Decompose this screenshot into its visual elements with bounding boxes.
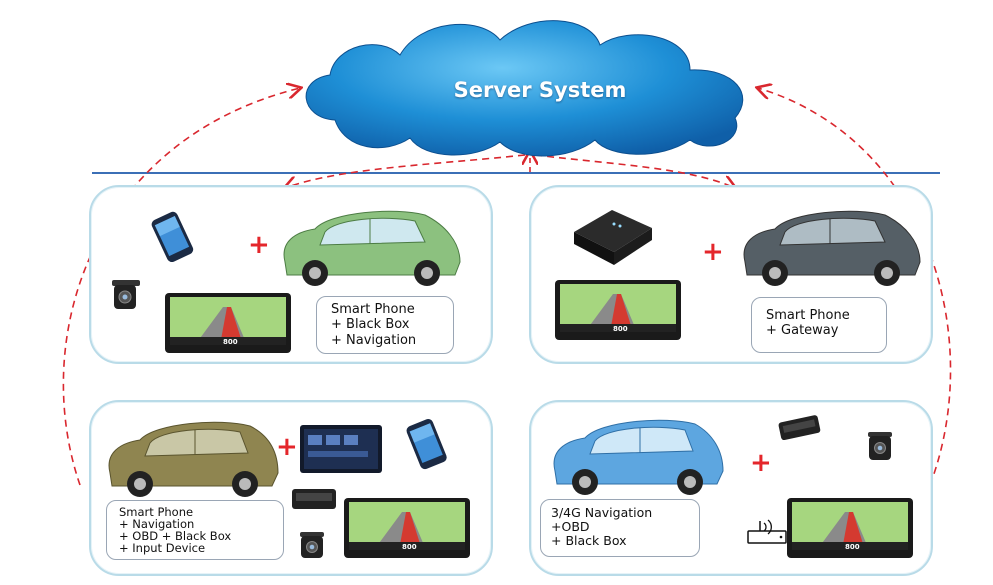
car-icon [553,419,724,495]
navigation-device-icon: 800 [344,498,470,558]
label-line: Smart Phone [119,505,194,519]
label-line: + OBD + Black Box [119,529,232,544]
label-line: + Black Box [551,533,627,548]
navigation-device-icon: 800 [555,280,681,340]
gateway-router-icon [574,210,652,265]
smartphone-icon [406,419,447,470]
connector-right-outer [758,88,952,486]
plus-sign: + [702,237,724,267]
label-bottom-right: 3/4G Navigation +OBD + Black Box [540,499,700,557]
label-bottom-left: Smart Phone + Navigation + OBD + Black B… [106,500,284,560]
svg-text:800: 800 [402,543,417,551]
smartphone-icon [151,211,194,263]
label-top-left: Smart Phone + Black Box + Navigation [316,296,454,354]
navigation-device-icon: 800 [165,293,291,353]
label-line: + Black Box [331,317,410,333]
input-device-screen-icon [300,425,382,473]
black-box-camera-icon [300,532,324,558]
black-box-camera-icon [868,432,892,460]
connector-inner-right [534,154,735,188]
svg-text:800: 800 [613,325,628,333]
label-line: + Input Device [119,541,206,556]
car-icon [108,421,279,497]
wireless-router-icon [747,519,787,544]
label-line: + Gateway [766,323,839,339]
plus-sign: + [248,230,270,260]
plus-sign: + [276,432,298,462]
svg-text:800: 800 [845,543,860,551]
connector-inner-left [285,154,526,188]
label-line: +OBD [551,519,590,534]
label-line: + Navigation [119,517,195,532]
server-system-title: Server System [453,78,627,102]
obd-module-icon [778,415,821,441]
label-line: Smart Phone [766,308,850,323]
plus-sign: + [750,448,772,478]
obd-module-icon [292,489,336,509]
svg-text:800: 800 [223,338,238,346]
car-icon [283,210,461,286]
navigation-device-icon: 800 [787,498,913,558]
label-line: Smart Phone [331,302,415,317]
connector-left-outer [62,88,300,486]
label-line: 3/4G Navigation [551,505,653,520]
car-icon [743,210,921,286]
label-top-right: Smart Phone + Gateway [751,297,887,353]
label-line: + Navigation [331,332,417,348]
black-box-camera-icon [112,280,140,309]
